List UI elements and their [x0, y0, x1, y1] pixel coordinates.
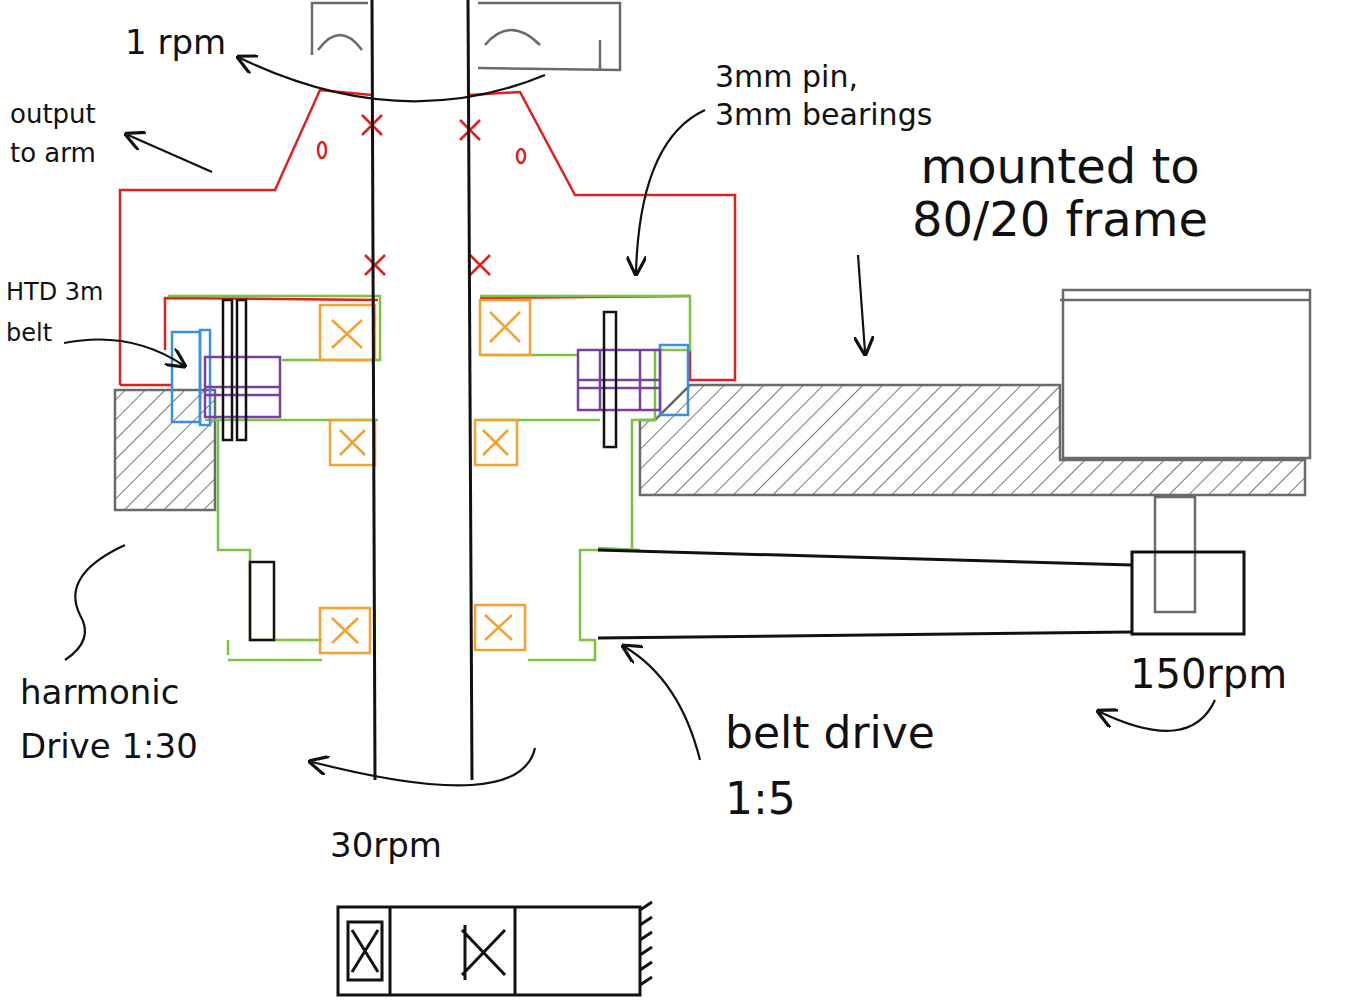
motor-pulley: [1132, 552, 1244, 634]
htd-belt: [660, 345, 688, 415]
leader-line: [625, 647, 700, 760]
motor-body: [1063, 290, 1310, 458]
annotation-label: 30rpm: [330, 825, 442, 866]
roller: [205, 357, 280, 417]
annotation-label: HTD 3m belt: [6, 272, 112, 354]
top-support: [478, 3, 620, 70]
drive-train: [372, 0, 1244, 780]
leader-line: [636, 110, 705, 272]
fastener-hole: [318, 142, 326, 158]
bearing: [320, 608, 370, 653]
shaft: [468, 0, 472, 780]
leader-line: [65, 545, 125, 660]
bearing: [490, 312, 520, 342]
motor-edge: [1060, 299, 1310, 302]
symbol-outline: [338, 907, 640, 995]
shaft: [372, 0, 375, 780]
bearing: [320, 305, 375, 360]
annotation-label: output to arm: [10, 95, 120, 173]
flexspline: [228, 640, 322, 660]
bearing: [332, 320, 362, 348]
drive-belt: [598, 632, 1132, 638]
bearing: [485, 615, 512, 640]
housing-outline: [120, 298, 378, 385]
rotation-arrow: [1100, 700, 1215, 731]
roller: [205, 387, 280, 395]
htd-belt: [172, 332, 200, 422]
bearing: [475, 420, 517, 465]
motor-shaft: [1155, 497, 1195, 612]
bearing: [483, 430, 508, 455]
bearing: [475, 605, 525, 650]
ground-hatch: [640, 902, 652, 985]
drive-belt: [598, 550, 1132, 565]
bearing: [330, 420, 375, 465]
bearing: [480, 300, 530, 355]
rotation-arrow: [240, 58, 545, 101]
bearing: [332, 618, 358, 643]
leader-line: [64, 339, 183, 365]
frame-rail: [640, 385, 1305, 495]
roller: [578, 350, 660, 410]
bolt-mark: [362, 115, 490, 275]
annotation-label: 150rpm: [1130, 650, 1287, 698]
top-support: [312, 3, 368, 55]
annotation-label: belt drive 1:5: [725, 700, 975, 832]
annotation-label: harmonic Drive 1:30: [20, 665, 260, 774]
fastener-hole: [517, 149, 525, 163]
leader-line: [858, 255, 865, 352]
annotation-label: 3mm pin, 3mm bearings: [715, 58, 939, 133]
rotation-arrow: [312, 748, 535, 785]
symbol-cell: [348, 922, 382, 980]
housing-outline: [470, 92, 735, 380]
annotation-label: 1 rpm: [125, 22, 226, 63]
pin: [223, 300, 232, 440]
frame-group: [115, 3, 1310, 612]
roller: [578, 350, 660, 410]
bearing-symbol: [338, 902, 652, 995]
pin: [250, 562, 274, 640]
harmonic-drive: [168, 296, 690, 660]
bearing: [340, 430, 365, 455]
annotation-label: mounted to 80/20 frame: [860, 140, 1260, 246]
wave-generator: [172, 300, 688, 640]
pin: [604, 312, 616, 447]
bearings: [320, 300, 530, 653]
symbol-cross: [462, 925, 505, 980]
leader-line: [128, 135, 212, 172]
symbol-cross: [352, 930, 378, 972]
flexspline: [218, 420, 322, 640]
pin: [237, 300, 246, 440]
output-housing: [120, 90, 735, 385]
symbol-divider: [390, 907, 515, 995]
